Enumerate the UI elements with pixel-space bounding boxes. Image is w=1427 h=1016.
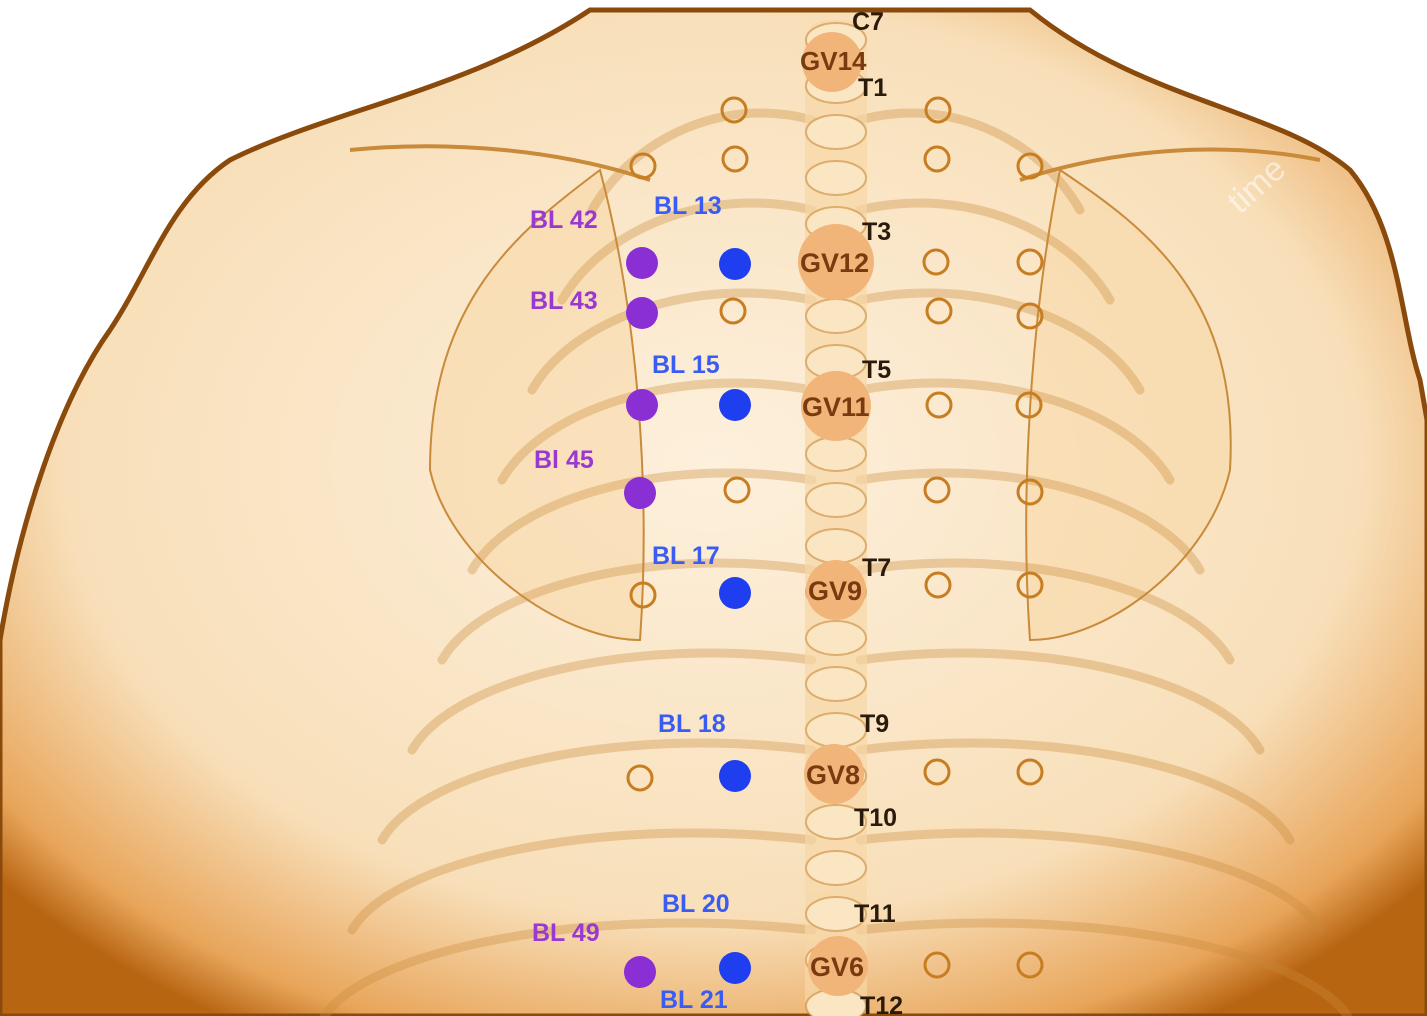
bl18-label: BL 18 — [658, 710, 726, 738]
vertebra — [806, 851, 866, 885]
vertebra — [806, 115, 866, 149]
bl18-point — [719, 760, 751, 792]
bl45-label: Bl 45 — [534, 446, 594, 474]
gv14-label: GV14 — [800, 46, 867, 76]
t5-label: T5 — [862, 356, 891, 384]
bl21-label: BL 21 — [660, 986, 728, 1014]
bl15-label: BL 15 — [652, 351, 720, 379]
t1-label: T1 — [858, 74, 887, 102]
t3-label: T3 — [862, 218, 891, 246]
bl20-point — [719, 952, 751, 984]
c7-label: C7 — [852, 8, 884, 36]
bl43-label: BL 43 — [530, 287, 598, 315]
bl49-label: BL 49 — [532, 919, 600, 947]
t9-label: T9 — [860, 710, 889, 738]
gv9-label: GV9 — [808, 576, 862, 606]
bl43-point — [626, 297, 658, 329]
vertebra — [806, 437, 866, 471]
vertebra — [806, 667, 866, 701]
bl13-label: BL 13 — [654, 192, 722, 220]
bl45-point — [624, 477, 656, 509]
t10-label: T10 — [854, 804, 897, 832]
vertebra — [806, 483, 866, 517]
t12-label: T12 — [860, 992, 903, 1016]
vertebra — [806, 529, 866, 563]
bl17-point — [719, 577, 751, 609]
bl17-label: BL 17 — [652, 542, 720, 570]
vertebra — [806, 621, 866, 655]
t7-label: T7 — [862, 554, 891, 582]
bl13-point — [719, 248, 751, 280]
gv8-label: GV8 — [806, 760, 860, 790]
gv12-label: GV12 — [800, 248, 869, 278]
vertebra — [806, 299, 866, 333]
vertebra — [806, 713, 866, 747]
t11-label: T11 — [854, 900, 896, 928]
bl44-point — [626, 389, 658, 421]
gv6-label: GV6 — [810, 952, 864, 982]
gv11-label: GV11 — [802, 392, 870, 422]
vertebra — [806, 161, 866, 195]
bl15-point — [719, 389, 751, 421]
bl20-label: BL 20 — [662, 890, 730, 918]
bl42-label: BL 42 — [530, 206, 598, 234]
bl49-point — [624, 956, 656, 988]
bl42-point — [626, 247, 658, 279]
